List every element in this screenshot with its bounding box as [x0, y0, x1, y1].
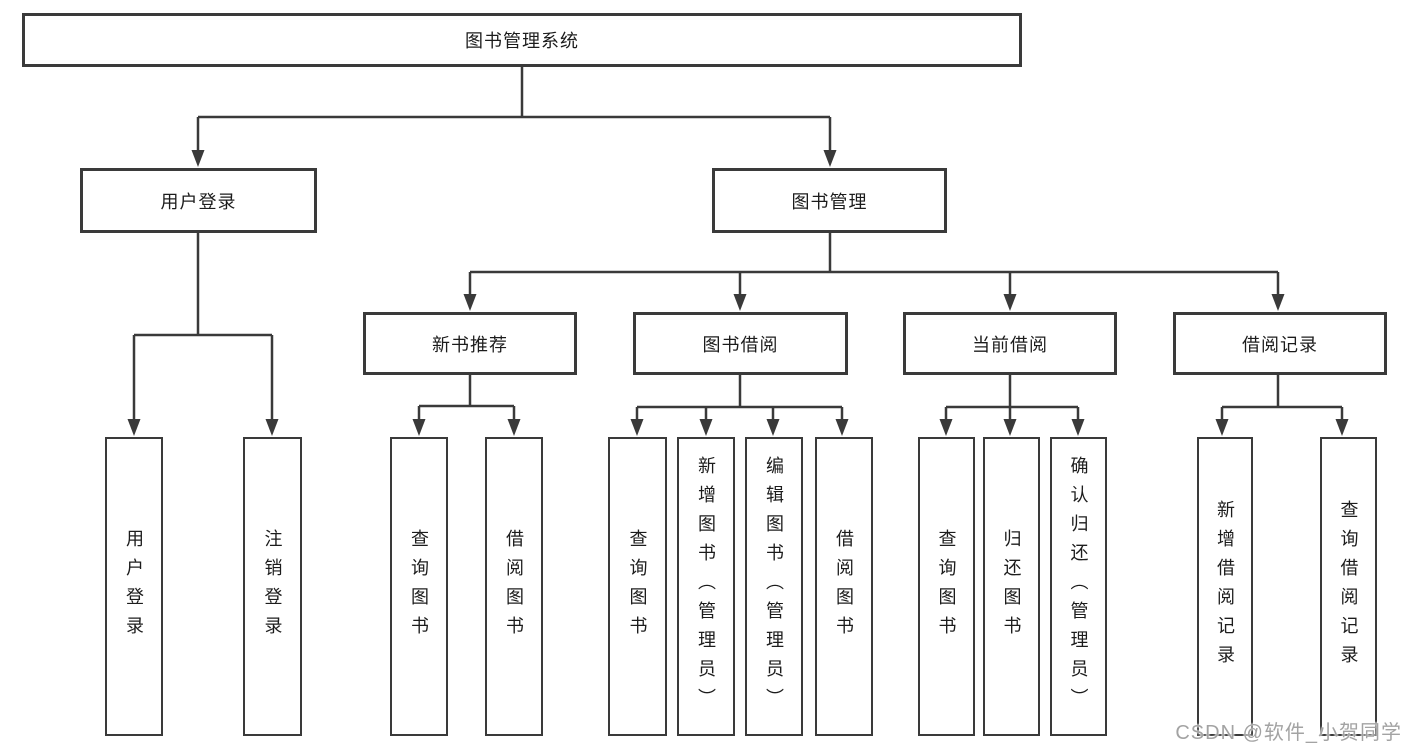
leaf-label: 借阅图书: [834, 528, 854, 645]
leaf-label: 查询图书: [936, 528, 957, 645]
leaf-label: 注销登录: [262, 528, 283, 645]
leaf-label: 确认归还（管理员）: [1068, 456, 1089, 717]
leaf-label: 查询图书: [409, 528, 429, 645]
node-book-management: 图书管理: [712, 168, 947, 233]
node-book-borrow: 图书借阅: [633, 312, 848, 375]
node-leaf-nb-query-books: 查询图书: [390, 437, 448, 736]
node-leaf-bb-borrow-books: 借阅图书: [815, 437, 873, 736]
leaf-label: 查询图书: [627, 528, 648, 645]
leaf-label: 新增图书（管理员）: [696, 456, 716, 717]
node-leaf-user-login: 用户登录: [105, 437, 163, 736]
csdn-watermark: CSDN @软件_小贺同学: [1175, 722, 1402, 744]
node-leaf-br-add-record: 新增借阅记录: [1197, 437, 1253, 736]
node-new-book-recommend: 新书推荐: [363, 312, 577, 375]
node-leaf-nb-borrow-books: 借阅图书: [485, 437, 543, 736]
node-leaf-bb-query-books: 查询图书: [608, 437, 667, 736]
leaf-label: 查询借阅记录: [1338, 499, 1359, 674]
node-leaf-logout: 注销登录: [243, 437, 302, 736]
leaf-label: 归还图书: [1001, 528, 1022, 645]
node-borrow-records: 借阅记录: [1173, 312, 1387, 375]
node-current-borrow: 当前借阅: [903, 312, 1117, 375]
leaf-label: 新增借阅记录: [1215, 499, 1235, 674]
node-root-system: 图书管理系统: [22, 13, 1022, 67]
node-leaf-bb-edit-books: 编辑图书（管理员）: [745, 437, 803, 736]
node-leaf-bb-add-books: 新增图书（管理员）: [677, 437, 735, 736]
node-leaf-cb-confirm-return: 确认归还（管理员）: [1050, 437, 1107, 736]
arrowheads: [127, 150, 1349, 436]
leaf-label: 借阅图书: [504, 528, 524, 645]
node-leaf-cb-query-books: 查询图书: [918, 437, 975, 736]
node-leaf-cb-return-books: 归还图书: [983, 437, 1040, 736]
node-user-login: 用户登录: [80, 168, 317, 233]
node-leaf-br-query-record: 查询借阅记录: [1320, 437, 1377, 736]
leaf-label: 编辑图书（管理员）: [764, 456, 784, 717]
leaf-label: 用户登录: [124, 528, 144, 645]
